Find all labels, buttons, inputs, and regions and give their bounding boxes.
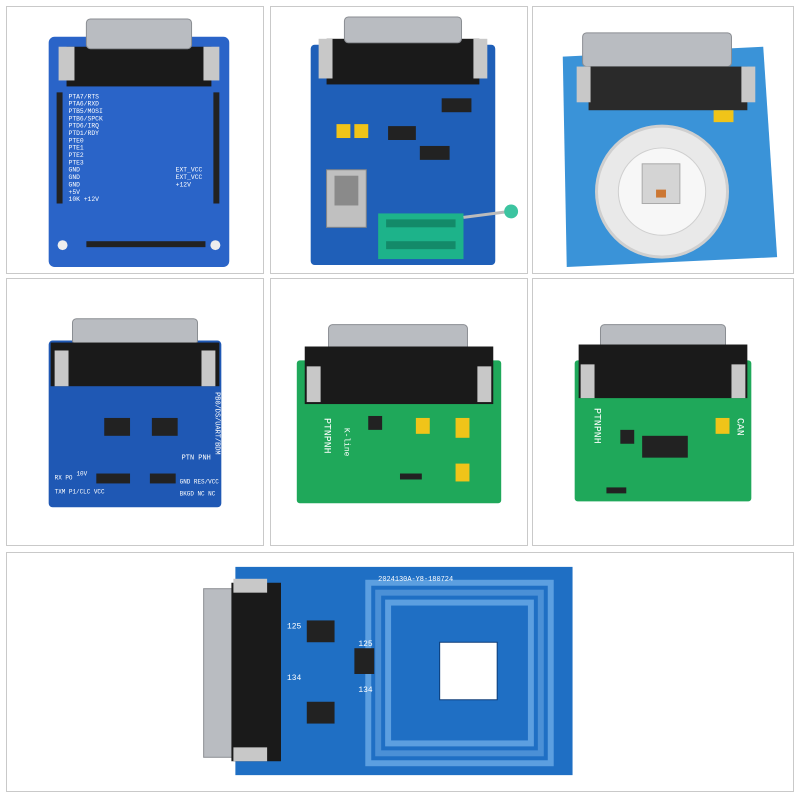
- board7-label-2: 134: [287, 674, 302, 683]
- photo-cell-2: [270, 6, 528, 274]
- pin-header-left: [56, 92, 63, 204]
- board6-label-0: PTNPNH: [592, 408, 603, 444]
- photo-cell-4: PB0/DS/UART/BDM PTN PNH RX PO TXM P1/CLC…: [6, 278, 264, 546]
- socket-adapter-board-photo: [562, 32, 778, 268]
- board1-right-label-0: EXT_VCC: [176, 167, 203, 174]
- board1-pin-label-8: PTE2: [69, 152, 84, 159]
- photo-cell-5: PTNPNH K-line: [270, 278, 528, 546]
- pin-header-right: [213, 92, 220, 204]
- blue-breakout-board-photo: PTA7/RTSPTA6/RXDPTB5/MOSIPTB6/SPCKPTD6/I…: [48, 18, 230, 268]
- can-adapter-photo: PTNPNH CAN: [574, 324, 752, 502]
- board4-label-3: TXM P1/CLC VCC: [55, 488, 105, 495]
- board1-pin-label-5: PTD1/RDY: [69, 130, 100, 137]
- board1-pin-label-0: PTA7/RTS: [69, 93, 100, 100]
- board1-pin-label-2: PTB5/MOSI: [69, 108, 103, 115]
- board1-pin-label-14: 10K +12V: [69, 196, 100, 203]
- rfid-antenna-board-photo: 2024130A-Y8-180724 125 134 125 134: [203, 566, 573, 776]
- photo-cell-7: 2024130A-Y8-180724 125 134 125 134: [6, 552, 794, 792]
- uart-bdm-adapter-photo: PB0/DS/UART/BDM PTN PNH RX PO TXM P1/CLC…: [48, 318, 222, 508]
- blue-programmer-board-photo: [310, 16, 519, 266]
- k-line-adapter-photo: PTNPNH K-line: [296, 324, 502, 504]
- board4-label-6: 10V: [76, 471, 87, 478]
- board1-right-label-1: EXT_VCC: [176, 174, 203, 181]
- board7-label-4: 134: [358, 686, 373, 695]
- board5-label-1: K-line: [341, 428, 350, 457]
- photo-cell-3: [532, 6, 794, 274]
- board1-pin-label-3: PTB6/SPCK: [69, 115, 103, 122]
- board1-pin-label-10: GND: [69, 167, 81, 174]
- board6-label-1: CAN: [734, 418, 745, 436]
- board4-label-2: RX PO: [55, 474, 73, 481]
- board1-pin-label-11: GND: [69, 174, 81, 181]
- board7-label-1: 125: [287, 622, 302, 631]
- board7-label-3: 125: [358, 640, 373, 649]
- board5-label-0: PTNPNH: [322, 418, 333, 454]
- board1-right-label-2: +12V: [176, 181, 191, 188]
- board1-pin-label-4: PTD6/IRQ: [69, 123, 100, 130]
- board4-label-5: BKGD NC NC: [180, 490, 216, 497]
- board4-label-0: PB0/DS/UART/BDM: [212, 392, 220, 454]
- board1-pin-label-12: GND: [69, 181, 81, 188]
- photo-cell-6: PTNPNH CAN: [532, 278, 794, 546]
- board4-label-1: PTN PNH: [182, 455, 211, 463]
- board1-pin-label-9: PTE3: [69, 159, 84, 166]
- board7-label-0: 2024130A-Y8-180724: [378, 576, 453, 584]
- board4-label-4: GND RES/VCC: [180, 478, 220, 485]
- board1-pin-label-13: +5V: [69, 189, 81, 196]
- board1-pin-label-7: PTE1: [69, 145, 84, 152]
- board1-pin-label-1: PTA6/RXD: [69, 101, 100, 108]
- board1-pin-label-6: PTE0: [69, 137, 84, 144]
